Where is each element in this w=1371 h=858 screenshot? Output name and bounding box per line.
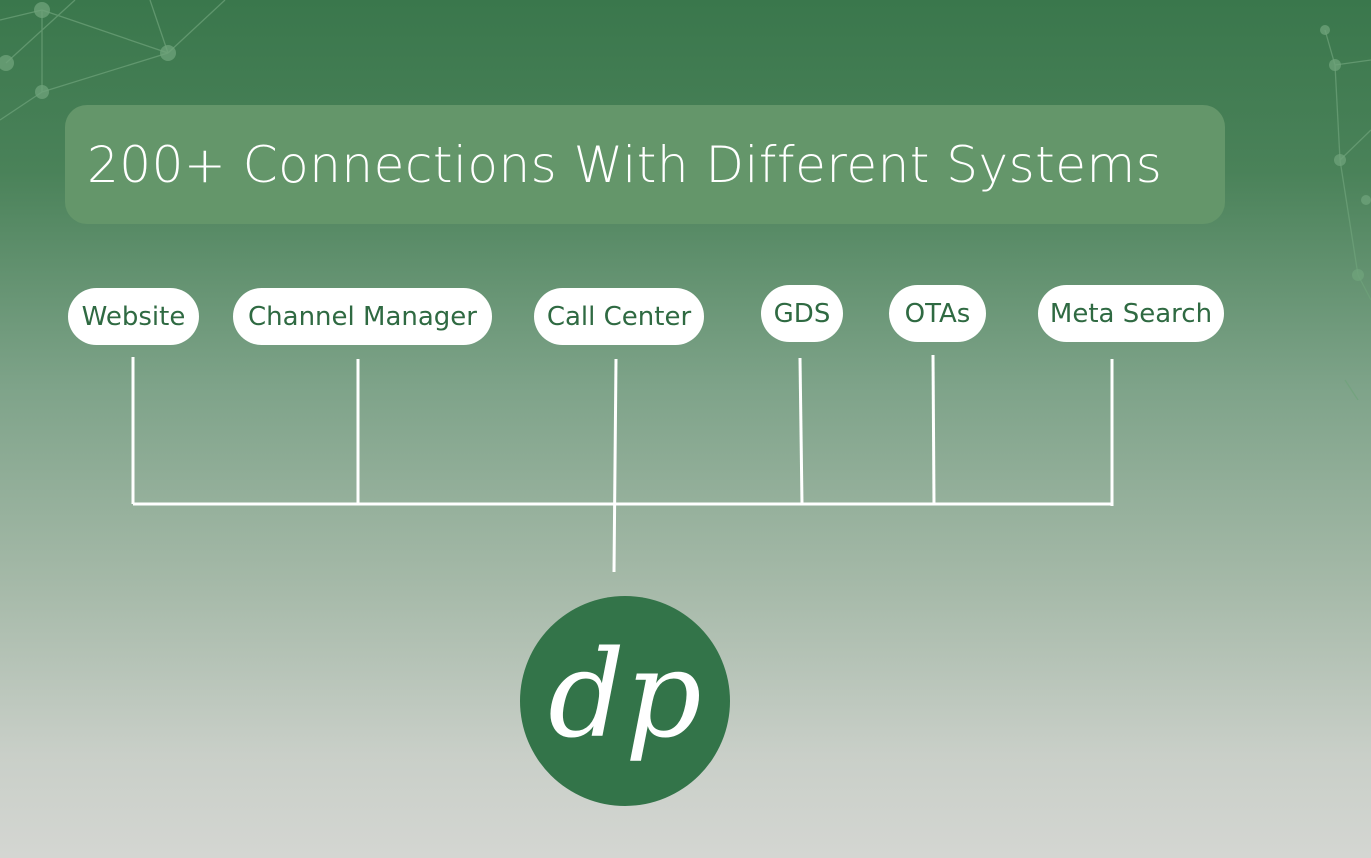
system-otas: OTAs [889,285,986,342]
system-call-center: Call Center [534,288,704,345]
system-gds: GDS [761,285,843,342]
system-website: Website [68,288,199,345]
dp-logo: dp [520,596,730,806]
logo-text: dp [548,626,702,765]
system-meta-search: Meta Search [1038,285,1224,342]
dp-logo-mark: dp [548,626,702,765]
page-title: 200+ Connections With Different Systems [87,135,1163,194]
system-channel-manager: Channel Manager [233,288,492,345]
network-decoration [0,0,1371,400]
title-banner: 200+ Connections With Different Systems [65,105,1225,224]
